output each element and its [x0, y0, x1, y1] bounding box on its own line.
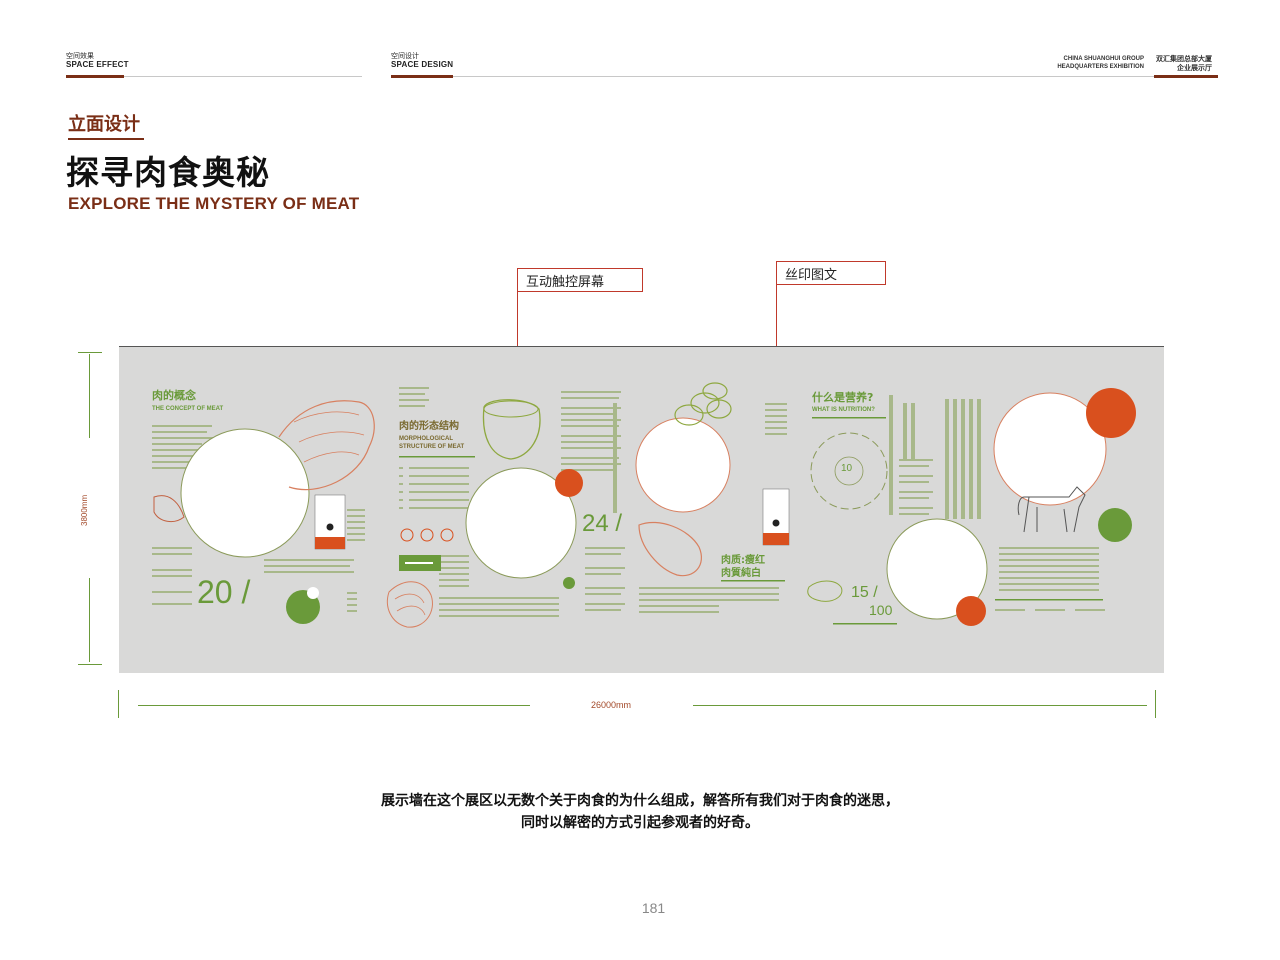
- header-space-effect-cn: 空间效果: [66, 52, 94, 60]
- panel1-text-block: [152, 425, 365, 612]
- dim-width-label: 26000mm: [590, 700, 632, 710]
- section-title: 立面设计: [68, 114, 140, 135]
- dim-width-tick-right: [1155, 690, 1156, 718]
- header-company-en-2: HEADQUARTERS EXHIBITION: [1057, 64, 1144, 70]
- panel1-title: 肉的概念: [152, 388, 197, 402]
- dim-width-line-left: [138, 705, 530, 706]
- dim-height-line-top: [89, 354, 90, 438]
- panel3-title-1: 肉质:瘦红: [721, 553, 765, 566]
- header-accent-center: [391, 75, 453, 78]
- panel4-meat-illustration: [807, 580, 843, 602]
- panel2-subtitle-2: STRUCTURE OF MEAT: [399, 444, 465, 450]
- caption-line-1: 展示墙在这个展区以无数个关于肉食的为什么组成，解答所有我们对于肉食的迷思，: [381, 793, 899, 809]
- page-number: 181: [641, 900, 666, 916]
- header-space-design-cn: 空间设计: [391, 52, 419, 60]
- header-accent-left: [66, 75, 124, 78]
- panel4-screen-circle-small: [886, 518, 988, 620]
- panel2-meat-slice: [386, 581, 433, 628]
- elevation-wall-graphic: 肉的概念 THE CONCEPT OF MEAT 20 /: [152, 382, 1136, 628]
- panel4-subtitle: WHAT IS NUTRITION?: [812, 407, 875, 413]
- panel3-screen-circle: [635, 417, 731, 513]
- elevation-wall: 肉的概念 THE CONCEPT OF MEAT 20 /: [119, 346, 1164, 673]
- caption-line-2: 同时以解密的方式引起参观者的好奇。: [521, 815, 759, 831]
- header-company: CHINA SHUANGHUI GROUP HEADQUARTERS EXHIB…: [1057, 55, 1212, 73]
- page-title: 探寻肉食奥秘: [66, 153, 270, 192]
- section-title-underline: [68, 138, 144, 140]
- header-space-design: 空间设计 SPACE DESIGN: [391, 52, 453, 70]
- panel2-text-block: [399, 391, 625, 617]
- panel2-title: 肉的形态结构: [399, 419, 459, 432]
- caption: 展示墙在这个展区以无数个关于肉食的为什么组成，解答所有我们对于肉食的迷思， 同时…: [0, 790, 1280, 834]
- dim-width-line-right: [693, 705, 1147, 706]
- panel2-orange-dot: [555, 469, 583, 497]
- panel2-subtitle-1: MORPHOLOGICAL: [399, 436, 453, 442]
- panel4-green-dot: [1098, 508, 1132, 542]
- panel2-meat-illustration: [482, 399, 541, 460]
- header-accent-right: [1154, 75, 1218, 78]
- dim-height-tick-bottom: [78, 664, 102, 665]
- header-company-en-1: CHINA SHUANGHUI GROUP: [1063, 56, 1144, 62]
- panel1-meat-illustration: [278, 400, 375, 491]
- panel4-orange-dot-large: [1086, 388, 1136, 438]
- dim-width-tick-left: [118, 690, 119, 718]
- panel1-subtitle: THE CONCEPT OF MEAT: [152, 406, 224, 412]
- dim-height-tick-top: [78, 352, 102, 353]
- panel3-text-block: [613, 403, 779, 613]
- dim-height-label: 3800mm: [80, 494, 89, 526]
- panel1-screen-circle: [180, 428, 310, 558]
- header-space-design-en: SPACE DESIGN: [391, 60, 454, 69]
- header-company-cn-2: 企业展示厅: [1177, 64, 1212, 72]
- panel2-screen-circle: [465, 467, 577, 579]
- panel4-number-1: 15 /: [851, 584, 878, 601]
- header-divider-right: [391, 76, 1217, 77]
- panel3-meat-rolls: [674, 382, 732, 426]
- panel4-orange-dot-small: [956, 596, 986, 626]
- panel4-ring-center: 10: [841, 463, 853, 474]
- panel2-number: 24 /: [582, 510, 622, 537]
- dim-height-line-bottom: [89, 578, 90, 662]
- panel4-screen-circle-large: [993, 392, 1107, 506]
- panel1-number: 20 /: [197, 574, 250, 610]
- callout-touch-screen: 互动触控屏幕: [517, 268, 643, 292]
- header-divider-left: [66, 76, 362, 77]
- panel3-sausage-illustration: [638, 521, 702, 577]
- header-space-effect: 空间效果 SPACE EFFECT: [66, 52, 129, 70]
- header-company-cn-1: 双汇集团总部大厦: [1156, 55, 1212, 63]
- panel4-title: 什么是营养?: [812, 390, 873, 404]
- panel4-number-2: 100: [869, 602, 893, 618]
- panel3-title-2: 肉質純白: [721, 566, 761, 579]
- panel4-nutrition-ring: [810, 432, 888, 510]
- panel4-cow-illustration: [1017, 486, 1086, 533]
- header-space-effect-en: SPACE EFFECT: [66, 60, 129, 69]
- page-title-en: EXPLORE THE MYSTERY OF MEAT: [68, 194, 360, 213]
- callout-silk-print: 丝印图文: [776, 261, 886, 285]
